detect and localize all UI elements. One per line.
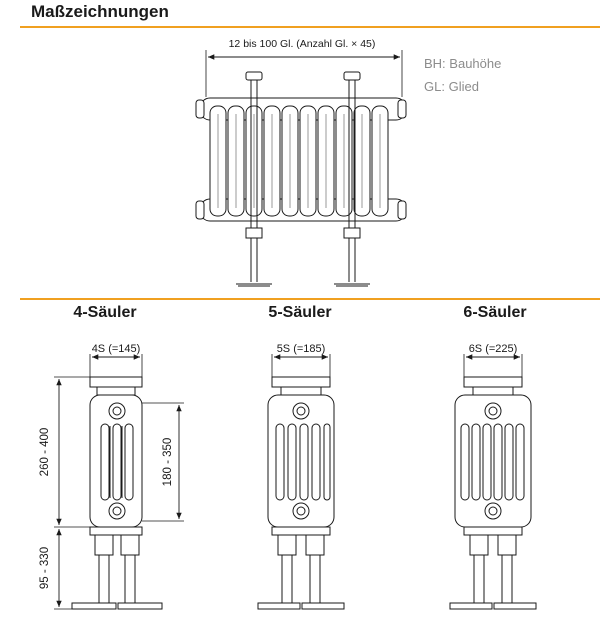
- column-title-4: 4-Säuler: [73, 304, 137, 321]
- support-post-right: [334, 71, 370, 287]
- legend: BH: Bauhöhe GL: Glied: [424, 52, 501, 98]
- width-dimension-label: 12 bis 100 Gl. (Anzahl Gl. × 45): [229, 38, 376, 50]
- page-title: Maßzeichnungen: [31, 2, 169, 21]
- side-view-6-saeuler: [449, 354, 537, 610]
- width-label-5s: 5S (=185): [277, 343, 326, 355]
- total-height-label: 260 - 400: [39, 428, 51, 477]
- front-view-drawing: 12 bis 100 Gl. (Anzahl Gl. × 45): [195, 38, 407, 287]
- hub-distance-label: 180 - 350: [162, 438, 174, 487]
- support-post-left: [236, 71, 272, 287]
- side-view-5-saeuler: [257, 354, 345, 610]
- width-label-6s: 6S (=225): [469, 343, 518, 355]
- foot-height-label: 95 - 330: [39, 547, 51, 589]
- section-divider: [20, 298, 600, 300]
- radiator-front: [195, 97, 407, 222]
- column-title-5: 5-Säuler: [268, 304, 332, 321]
- side-view-4-saeuler: [54, 354, 184, 610]
- header-rule: [20, 26, 600, 28]
- side-views-drawing: 4S (=145) 260 - 400 95 - 330 180 - 350 5…: [39, 343, 537, 610]
- column-title-6: 6-Säuler: [463, 304, 527, 321]
- legend-item-gl: GL: Glied: [424, 79, 479, 94]
- legend-item-bh: BH: Bauhöhe: [424, 56, 502, 71]
- section-header: Maßzeichnungen: [0, 0, 615, 28]
- width-label-4s: 4S (=145): [92, 343, 141, 355]
